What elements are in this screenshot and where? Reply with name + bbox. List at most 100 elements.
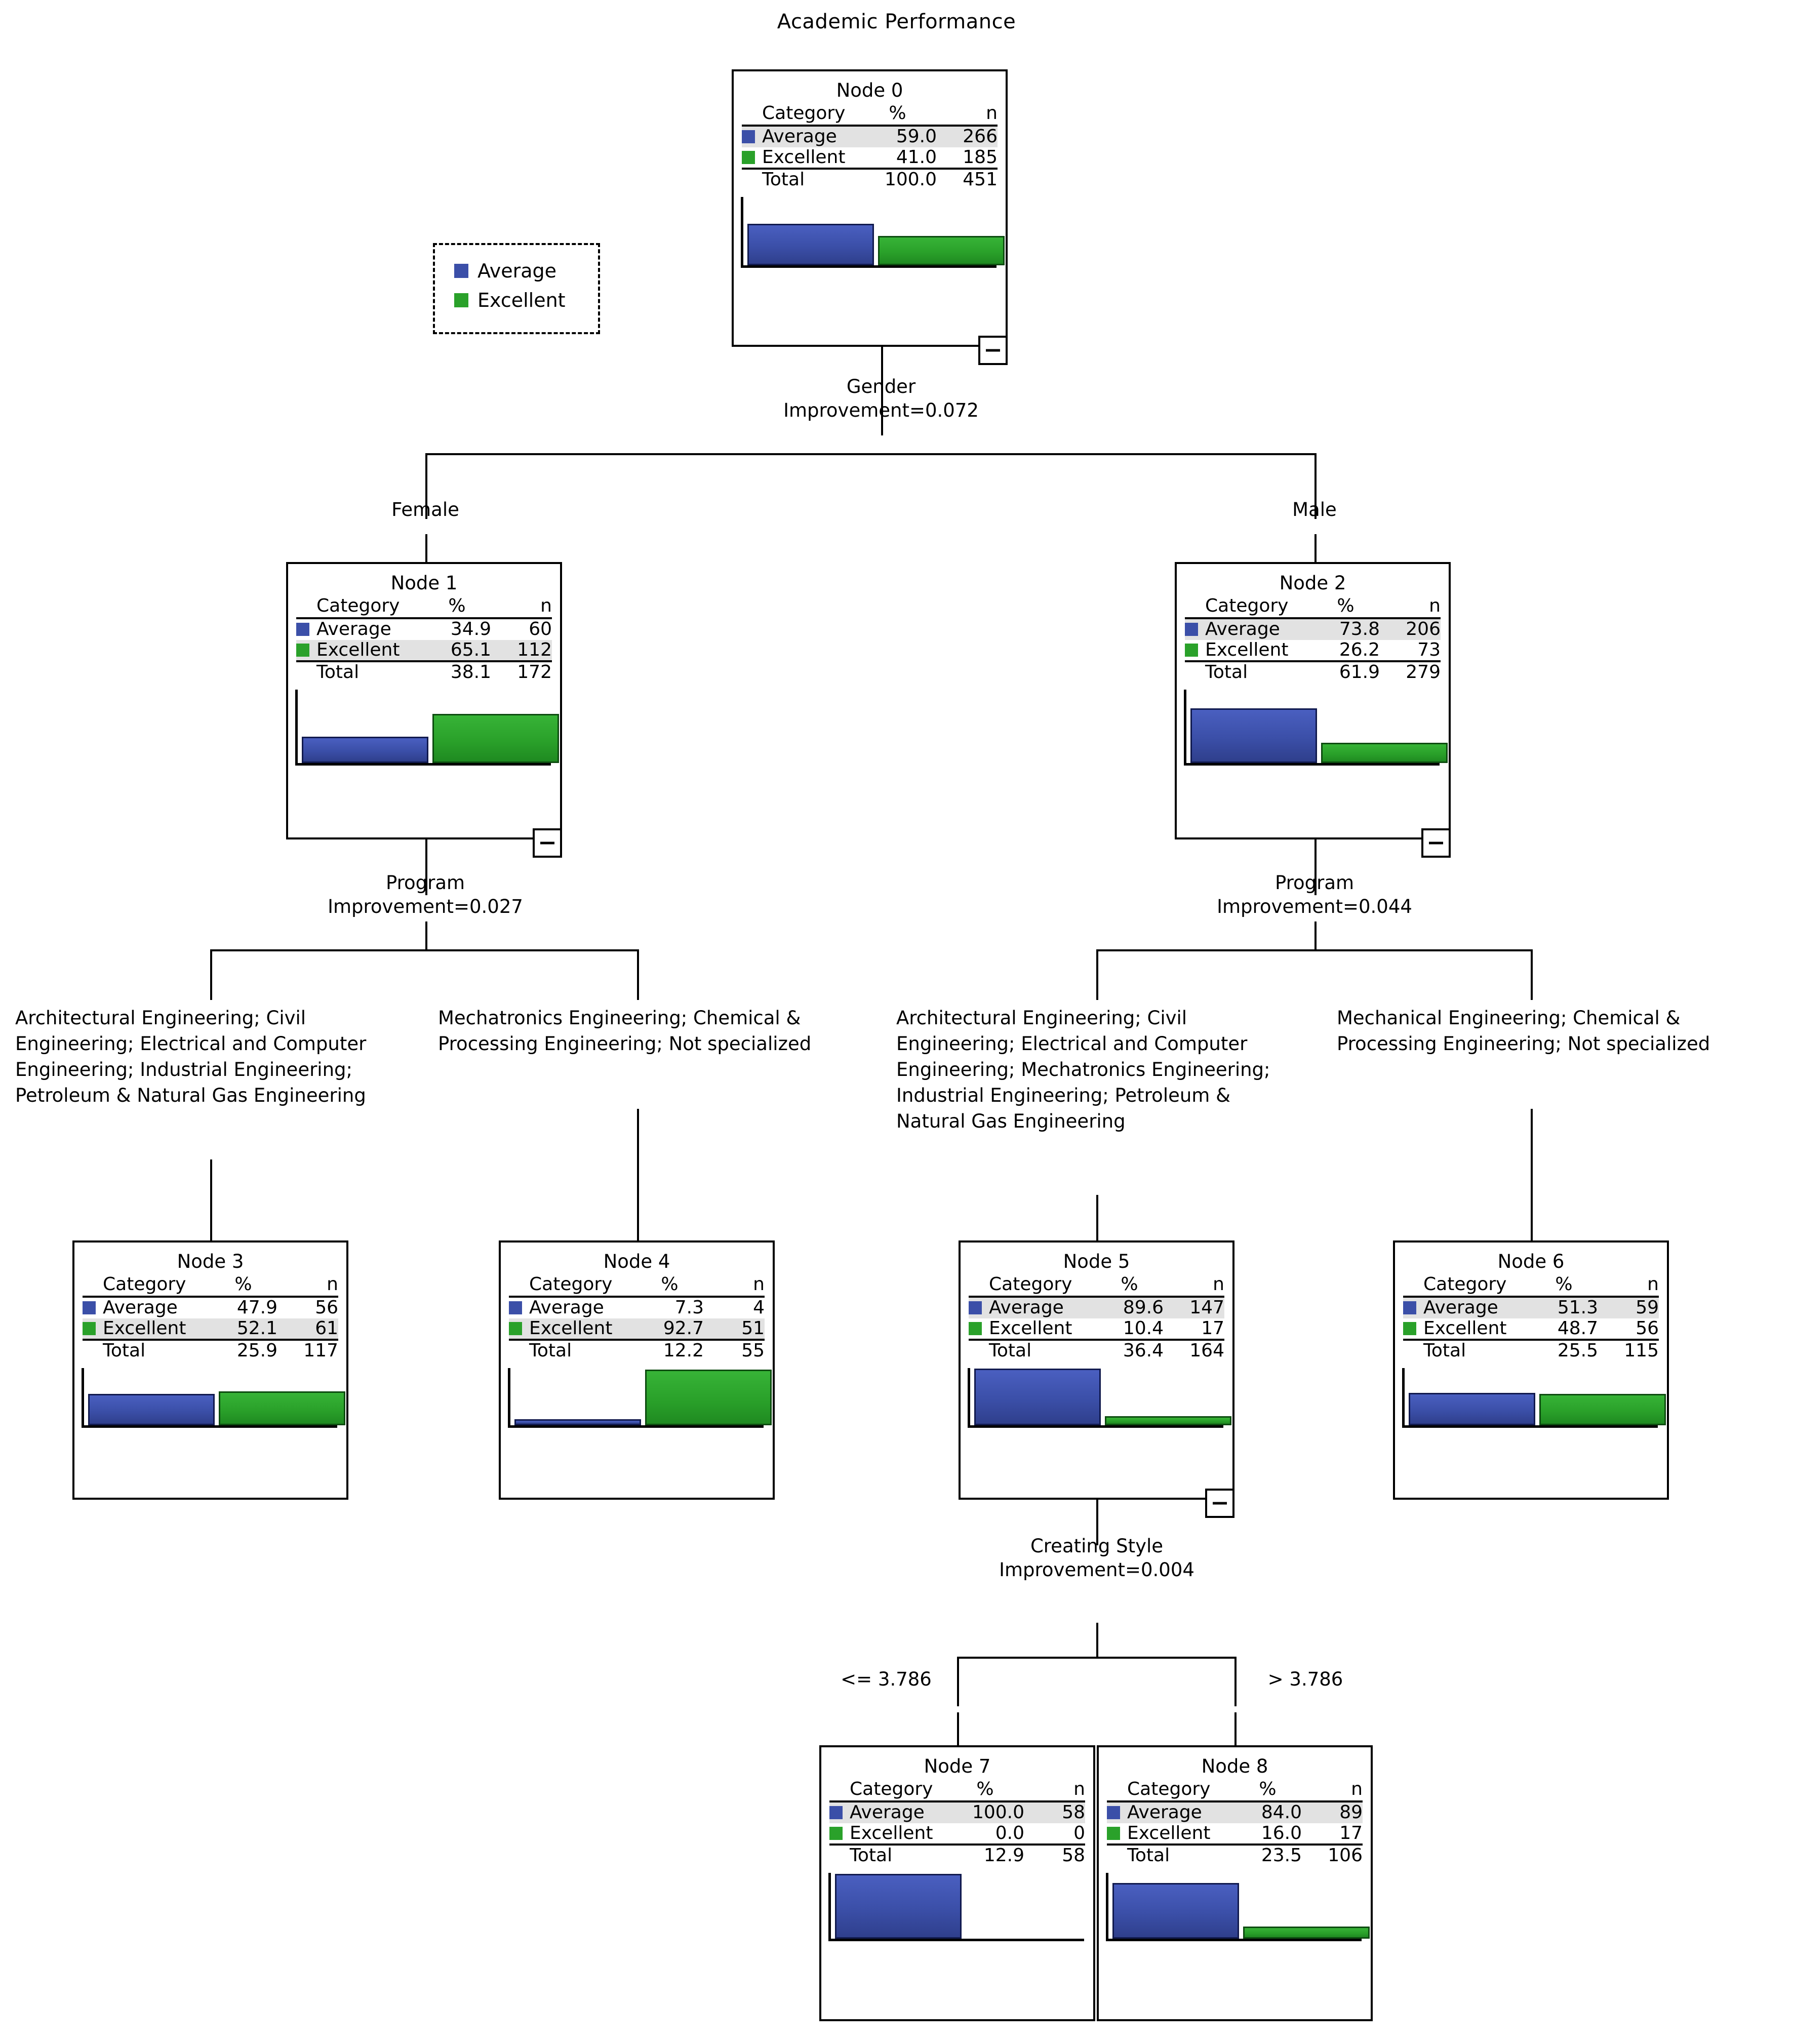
node-3[interactable]: Node 3 Category % n Average 47.9 56 Exce… <box>72 1240 348 1500</box>
node-2[interactable]: Node 2 Category % n Average 73.8 206 Exc… <box>1175 562 1451 839</box>
node-2-header-percent: % <box>1337 595 1354 616</box>
node-2-header-n: n <box>1429 595 1441 616</box>
node-1-n-total: 172 <box>517 661 552 683</box>
node-0-title: Node 0 <box>836 79 903 101</box>
node-5-barchart <box>968 1368 1231 1428</box>
collapse-node-5-button[interactable] <box>1205 1489 1234 1518</box>
node-8-pct-average: 84.0 <box>1261 1802 1302 1823</box>
node-4-n-total: 55 <box>741 1340 765 1361</box>
node-3-barchart <box>82 1368 345 1428</box>
split-program-male-improvement: Improvement=0.044 <box>1217 896 1412 918</box>
node-5[interactable]: Node 5 Category % n Average 89.6 147 Exc… <box>959 1240 1234 1500</box>
node-8-label-total: Total <box>1127 1845 1170 1866</box>
node-1[interactable]: Node 1 Category % n Average 34.9 60 Exce… <box>286 562 562 839</box>
node-0-n-total: 451 <box>963 169 998 190</box>
node-3-pct-average: 47.9 <box>236 1297 277 1318</box>
node-6-bar-average <box>1409 1393 1535 1426</box>
node-3-header-percent: % <box>234 1274 252 1295</box>
node-4-header-n: n <box>753 1274 765 1295</box>
node-3-label-average: Average <box>103 1297 178 1318</box>
node-6-barchart <box>1402 1368 1666 1428</box>
node-6-bar-excellent <box>1539 1394 1666 1426</box>
split-program-female-improvement: Improvement=0.027 <box>328 896 523 918</box>
node-7-bar-average <box>835 1874 962 1939</box>
node-5-bar-average <box>974 1369 1101 1426</box>
node-8-header-row: Category % n <box>1107 1779 1363 1801</box>
node-5-header-n: n <box>1213 1274 1224 1295</box>
connector-node2-down <box>1314 839 1317 895</box>
node-8-bar-excellent <box>1243 1927 1370 1939</box>
collapse-node-2-button[interactable] <box>1421 828 1451 858</box>
node-7-label-excellent: Excellent <box>850 1822 933 1843</box>
node-4-bar-excellent <box>645 1370 772 1426</box>
connector-node5-horizontal <box>957 1657 1236 1659</box>
swatch-average-icon <box>1403 1301 1416 1315</box>
node-8-n-average: 89 <box>1339 1802 1363 1823</box>
edge-label-node8-condition: > 3.786 <box>1267 1668 1343 1690</box>
node-6-n-total: 115 <box>1624 1340 1659 1361</box>
swatch-average-icon <box>509 1301 522 1315</box>
node-7-pct-excellent: 0.0 <box>995 1822 1024 1843</box>
edge-label-node6-categories: Mechanical Engineering; Chemical & Proce… <box>1337 1007 1710 1055</box>
edge-label-female: Female <box>391 499 459 520</box>
node-7-row-average: Average 100.0 58 <box>829 1802 1085 1823</box>
node-7-title: Node 7 <box>924 1755 991 1777</box>
node-2-table: Category % n Average 73.8 206 Excellent … <box>1185 595 1441 683</box>
node-6-label-total: Total <box>1423 1340 1466 1361</box>
node-7-row-excellent: Excellent 0.0 0 <box>829 1823 1085 1845</box>
node-4-row-average: Average 7.3 4 <box>509 1297 765 1318</box>
node-3-table: Category % n Average 47.9 56 Excellent 5… <box>83 1274 338 1361</box>
split-program-female: Program Improvement=0.027 <box>273 871 577 919</box>
node-1-pct-average: 34.9 <box>450 619 491 640</box>
node-2-row-total: Total 61.9 279 <box>1185 662 1441 683</box>
node-0-label-average: Average <box>762 126 837 147</box>
node-0[interactable]: Node 0 Category % n Average 59.0 266 Exc… <box>732 69 1008 347</box>
node-0-header-percent: % <box>889 103 906 124</box>
node-4[interactable]: Node 4 Category % n Average 7.3 4 Excell… <box>499 1240 775 1500</box>
legend-item-average: Average <box>454 256 598 286</box>
node-4-title: Node 4 <box>603 1251 670 1272</box>
edge-label-node3-categories: Architectural Engineering; Civil Enginee… <box>15 1007 367 1107</box>
node-6[interactable]: Node 6 Category % n Average 51.3 59 Exce… <box>1393 1240 1669 1500</box>
node-7[interactable]: Node 7 Category % n Average 100.0 58 Exc… <box>819 1745 1095 2021</box>
node-0-n-excellent: 185 <box>963 146 998 168</box>
node-7-n-excellent: 0 <box>1073 1822 1085 1843</box>
node-2-row-average: Average 73.8 206 <box>1185 619 1441 640</box>
node-0-header-row: Category % n <box>742 103 998 126</box>
swatch-average-icon <box>83 1301 96 1315</box>
node-7-row-total: Total 12.9 58 <box>829 1845 1085 1866</box>
node-5-pct-excellent: 10.4 <box>1123 1317 1164 1339</box>
collapse-node-1-button[interactable] <box>533 828 562 858</box>
node-6-row-excellent: Excellent 48.7 56 <box>1403 1318 1659 1340</box>
node-4-label-average: Average <box>529 1297 604 1318</box>
node-8-barchart <box>1106 1873 1370 1942</box>
node-4-table: Category % n Average 7.3 4 Excellent 92.… <box>509 1274 765 1361</box>
node-6-pct-excellent: 48.7 <box>1557 1317 1598 1339</box>
node-5-pct-total: 36.4 <box>1123 1340 1164 1361</box>
node-7-pct-average: 100.0 <box>972 1802 1024 1823</box>
edge-label-node4-categories: Mechatronics Engineering; Chemical & Pro… <box>438 1007 812 1055</box>
node-1-barchart <box>295 690 559 766</box>
node-7-header-percent: % <box>976 1779 994 1799</box>
node-5-bar-excellent <box>1105 1416 1231 1426</box>
node-4-bar-average <box>514 1419 641 1426</box>
node-5-header-row: Category % n <box>969 1274 1224 1297</box>
connector-node7-to-box <box>957 1712 959 1745</box>
node-2-label-excellent: Excellent <box>1205 639 1289 660</box>
collapse-node-0-button[interactable] <box>978 336 1008 365</box>
node-2-header-category: Category <box>1205 595 1289 616</box>
node-5-n-total: 164 <box>1189 1340 1224 1361</box>
connector-node5-down <box>1096 1500 1098 1545</box>
node-8[interactable]: Node 8 Category % n Average 84.0 89 Exce… <box>1097 1745 1373 2021</box>
swatch-average-icon <box>829 1806 843 1820</box>
split-creating-style-variable: Creating Style <box>1030 1535 1164 1557</box>
connector-node0-down <box>881 347 883 435</box>
node-1-label-total: Total <box>316 661 360 683</box>
node-2-header-row: Category % n <box>1185 595 1441 618</box>
node-0-header-category: Category <box>762 103 846 124</box>
node-2-pct-excellent: 26.2 <box>1339 639 1380 660</box>
node-0-row-excellent: Excellent 41.0 185 <box>742 147 998 169</box>
node-0-barchart <box>741 197 1005 268</box>
node-4-header-row: Category % n <box>509 1274 765 1297</box>
node-4-row-excellent: Excellent 92.7 51 <box>509 1318 765 1340</box>
